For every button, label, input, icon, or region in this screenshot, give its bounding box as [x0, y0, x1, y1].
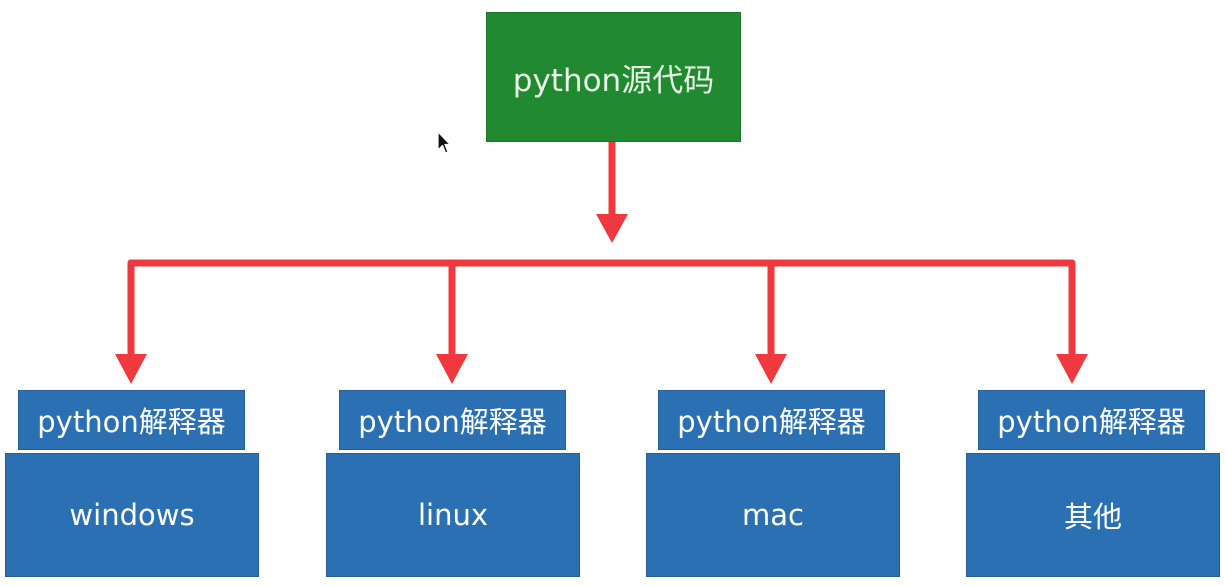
mouse-pointer-icon	[437, 131, 451, 154]
platform-box-linux: linux	[326, 453, 580, 577]
arrowhead-other	[1056, 354, 1088, 384]
platform-box-mac: mac	[646, 453, 900, 577]
platform-box-windows: windows	[5, 453, 259, 577]
interpreter-box-windows: python解释器	[18, 390, 245, 450]
arrowhead-windows	[115, 354, 147, 384]
interpreter-box-other: python解释器	[978, 390, 1205, 450]
arrowhead-mac	[755, 354, 787, 384]
platform-box-other: 其他	[966, 453, 1220, 577]
interpreter-box-mac: python解释器	[658, 390, 885, 450]
arrowhead-linux	[436, 354, 468, 384]
arrowhead-trunk	[596, 214, 628, 243]
interpreter-box-linux: python解释器	[339, 390, 566, 450]
source-code-box: python源代码	[486, 12, 741, 142]
